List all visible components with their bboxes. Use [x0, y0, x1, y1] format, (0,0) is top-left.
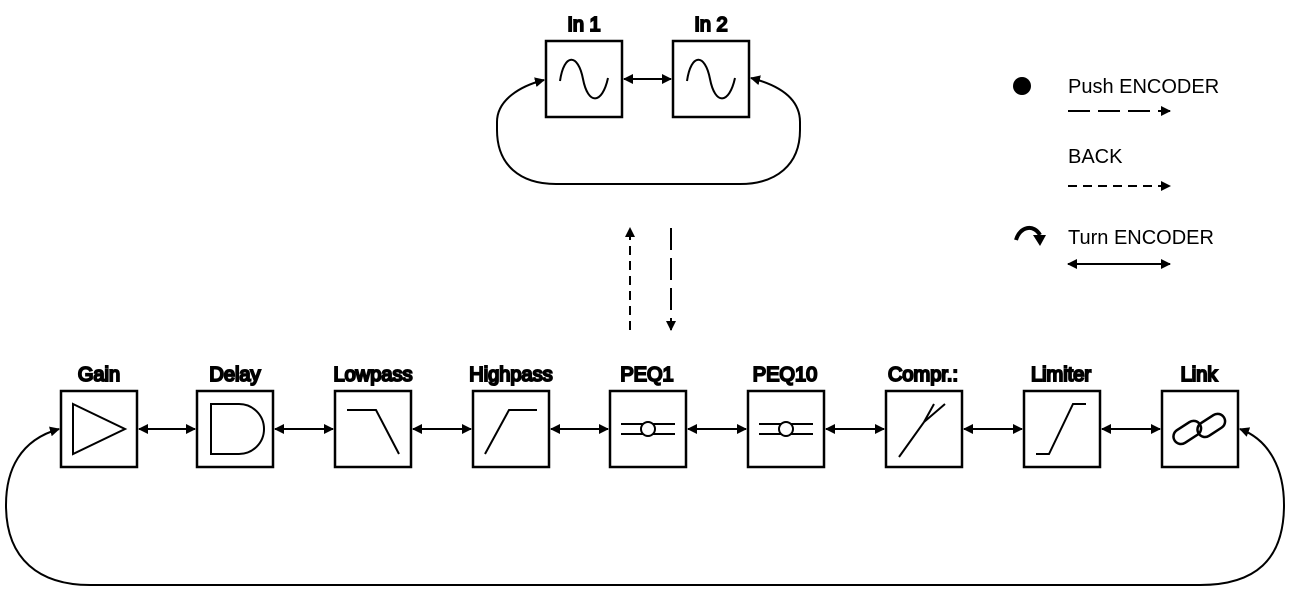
module-block-peq1[interactable] [608, 389, 688, 469]
module-block-compressor[interactable] [884, 389, 964, 469]
sine-wave-icon [559, 58, 609, 100]
module-loop-arrow [4, 426, 1286, 586]
module-block-delay[interactable] [195, 389, 275, 469]
module-label-peq10: PEQ10 [753, 364, 817, 386]
module-block-gain[interactable] [59, 389, 139, 469]
limiter-curve-icon [1036, 403, 1086, 455]
module-block-limiter[interactable] [1022, 389, 1102, 469]
module-label-limiter: Limiter [1031, 364, 1091, 386]
module-block-lowpass[interactable] [333, 389, 413, 469]
turn-encoder-icon [1014, 226, 1042, 241]
sine-wave-icon [686, 58, 736, 100]
input-block-1[interactable] [544, 39, 624, 119]
parametric-eq-icon [621, 421, 675, 437]
legend-push-label: Push ENCODER [1068, 76, 1219, 98]
module-label-compressor: Compr.: [888, 364, 958, 386]
input-label-1: In 1 [567, 14, 600, 36]
module-block-peq10[interactable] [746, 389, 826, 469]
compressor-curve-icon [898, 403, 946, 458]
input-loop-arrow [496, 75, 801, 185]
module-block-highpass[interactable] [471, 389, 551, 469]
lowpass-filter-icon [347, 409, 400, 455]
input-label-2: In 2 [694, 14, 727, 36]
module-label-lowpass: Lowpass [334, 364, 413, 386]
module-label-highpass: Highpass [469, 364, 552, 386]
input-block-2[interactable] [671, 39, 751, 119]
delay-d-icon [210, 403, 265, 455]
legend-back-label: BACK [1068, 146, 1123, 168]
legend-turn-label: Turn ENCODER [1068, 227, 1214, 249]
push-dot-icon [1013, 77, 1031, 95]
module-label-peq1: PEQ1 [620, 364, 673, 386]
triangle-gain-icon [72, 402, 128, 456]
highpass-filter-icon [484, 409, 537, 455]
module-label-link: Link [1181, 364, 1219, 386]
module-block-link[interactable] [1160, 389, 1240, 469]
module-label-gain: Gain [78, 364, 120, 386]
parametric-eq-icon [759, 421, 813, 437]
chain-link-icon [1172, 412, 1227, 446]
module-label-delay: Delay [209, 364, 260, 386]
